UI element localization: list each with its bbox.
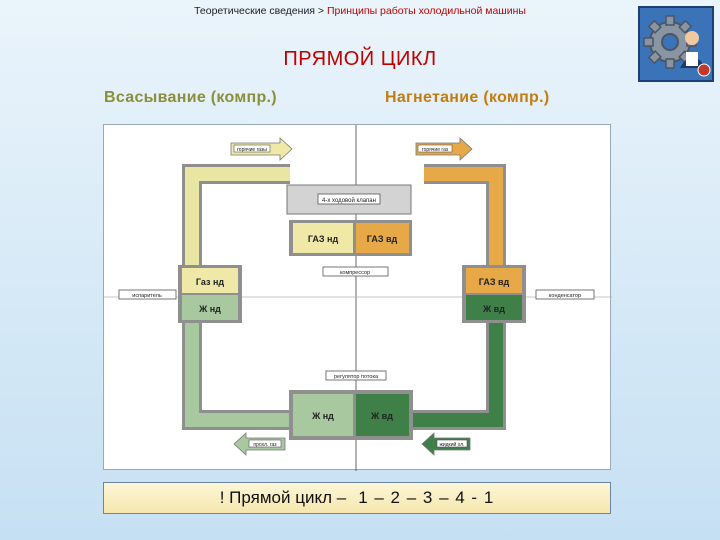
breadcrumb-section[interactable]: Теоретические сведения > [194, 5, 325, 17]
cycle-summary-prefix: ! Прямой цикл – [219, 488, 347, 507]
pipe-left-upper [182, 164, 290, 271]
breadcrumb-current[interactable]: Принципы работы холодильной машины [326, 5, 526, 17]
gas-high-label: ГАЗ вд [367, 234, 398, 244]
condenser-block: ГАЗ вд Ж вд [462, 265, 526, 323]
suction-label: Всасывание (компр.) [104, 89, 277, 106]
gear-logo-icon[interactable] [638, 6, 714, 82]
compressor-label: компрессор [340, 270, 370, 276]
arrow-top-left: горячие газы [230, 137, 293, 161]
regulator-label: регулятор потока [334, 374, 379, 380]
cycle-summary-box: ! Прямой цикл – 1 – 2 – 3 – 4 - 1 [103, 482, 611, 514]
right-liquid-label: Ж вд [482, 304, 505, 314]
evaporator-block: Газ нд Ж нд [178, 265, 242, 323]
expansion-liquid-block: Ж нд Ж вд [289, 390, 413, 440]
liquid-high-label: Ж вд [370, 411, 393, 421]
cycle-sequence: 1 – 2 – 3 – 4 - 1 [358, 488, 495, 507]
arrow-bottom-left-label: прохл. газ [253, 442, 277, 448]
liquid-low-label: Ж нд [311, 411, 334, 421]
discharge-label: Нагнетание (компр.) [385, 89, 550, 106]
right-gas-label: ГАЗ вд [479, 277, 510, 287]
compressor-gas-block: ГАЗ нд ГАЗ вд [289, 220, 412, 256]
condenser-label-box: конденсатор [535, 289, 595, 300]
arrow-top-right: горячие газ [415, 137, 473, 161]
arrow-bottom-right-label: жидкий хл. [439, 441, 464, 448]
regulator-label-box: регулятор потока [325, 370, 387, 381]
evaporator-label: испаритель [132, 293, 162, 299]
arrow-top-right-label: горячие газ [422, 147, 449, 153]
arrow-bottom-right: жидкий хл. [421, 432, 471, 456]
left-gas-label: Газ нд [196, 277, 225, 287]
compressor-label-box: компрессор [322, 266, 389, 277]
arrow-top-left-label: горячие газы [237, 147, 267, 153]
refrigeration-cycle-diagram: 4-х ходовой клапан ГАЗ нд ГАЗ вд компрес… [103, 124, 612, 471]
pipe-right-upper [424, 164, 506, 271]
four-way-valve-label: 4-х ходовой клапан [322, 197, 376, 204]
condenser-label: конденсатор [549, 293, 581, 299]
pipe-left-lower [182, 321, 292, 430]
left-liquid-label: Ж нд [198, 304, 221, 314]
gas-low-label: ГАЗ нд [308, 234, 339, 244]
arrow-bottom-left: прохл. газ [233, 432, 286, 456]
breadcrumb: Теоретические сведения > Принципы работы… [0, 5, 720, 17]
pipe-right-lower [410, 321, 506, 430]
slide-title: ПРЯМОЙ ЦИКЛ [283, 48, 437, 70]
evaporator-label-box: испаритель [118, 289, 177, 300]
four-way-valve: 4-х ходовой клапан [286, 184, 412, 215]
